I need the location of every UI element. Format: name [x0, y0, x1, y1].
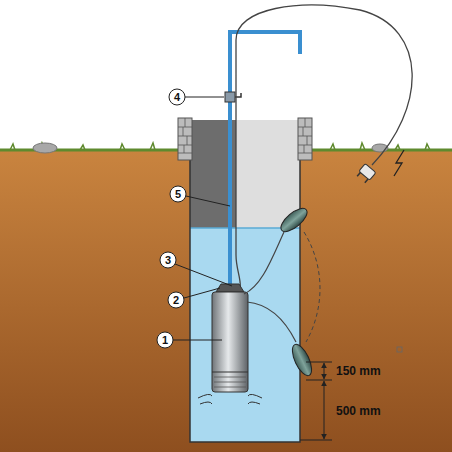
callout-number: 3: [160, 252, 176, 268]
float-switch: [277, 204, 311, 235]
float-switch: [288, 342, 315, 379]
discharge-pipe: [230, 32, 300, 290]
brick-joints: [178, 118, 312, 153]
leader-line: [185, 97, 224, 98]
flow-swirl: [198, 394, 262, 404]
well-shaft: [190, 120, 300, 442]
float-swing-path: [304, 232, 320, 342]
check-valve: [225, 92, 235, 102]
callout-number: 4: [169, 89, 185, 105]
callout-circle: [170, 186, 186, 202]
callout-number: 1: [157, 332, 173, 348]
dimension-line: [324, 381, 325, 439]
callout-circle: [169, 89, 185, 105]
float-cable: [244, 232, 284, 294]
small-mark: [397, 347, 402, 352]
float-cable: [247, 302, 296, 342]
plug-pins: [357, 172, 368, 182]
stone: [33, 143, 57, 153]
plug-body: [359, 164, 376, 181]
callout-number: 2: [168, 292, 184, 308]
lightning-symbol: [394, 150, 404, 176]
pump-intake-ring: [212, 372, 248, 373]
callout-circle: [168, 292, 184, 308]
callout-circle: [160, 252, 176, 268]
water: [190, 228, 300, 442]
dimension-label: 500 mm: [336, 404, 381, 418]
callout-circle: [157, 332, 173, 348]
leader-line: [175, 264, 232, 286]
dimension-line: [324, 363, 325, 379]
power-cable: [236, 5, 412, 290]
dimension-label: 150 mm: [336, 364, 381, 378]
submersible-pump: [212, 292, 248, 392]
plug: [356, 164, 376, 184]
dimension-ticks: [300, 362, 332, 440]
intake-grid: [214, 377, 246, 387]
well-wall: [190, 120, 300, 442]
leader-line: [186, 196, 230, 206]
leader-line: [173, 340, 222, 341]
callout-number: 5: [170, 186, 186, 202]
leader-line: [184, 288, 220, 298]
